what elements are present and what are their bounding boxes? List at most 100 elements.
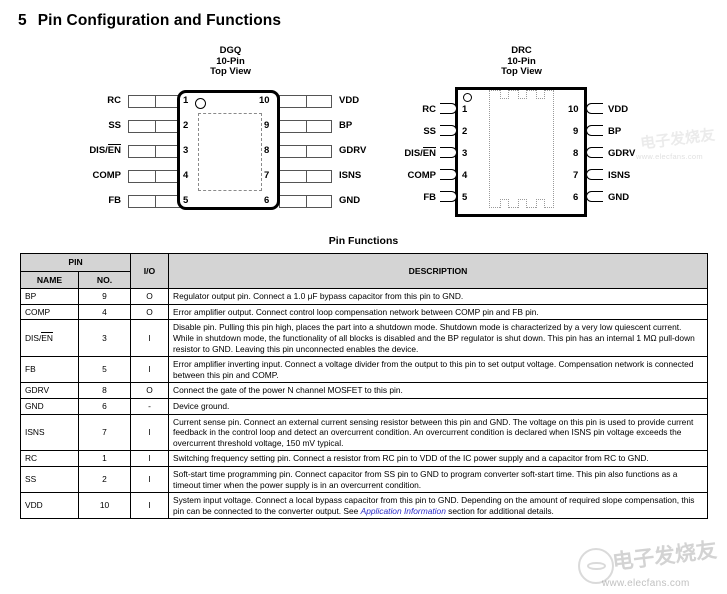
pin-number-dgq-4: 4: [183, 170, 189, 181]
cell-pin-name: FB: [20, 356, 79, 384]
cell-pin-description: Regulator output pin. Connect a 1.0 μF b…: [168, 288, 708, 305]
cell-pin-description: Device ground.: [168, 397, 708, 415]
cell-pin-description: System input voltage. Connect a local by…: [168, 492, 708, 520]
thermal-notch-top-2: [518, 90, 527, 99]
cell-pin-no: 10: [77, 492, 132, 520]
pin-label-dgq-disen-plain: DIS/: [89, 145, 108, 156]
pad-drc-3: [440, 147, 457, 158]
pad-drc-7: [586, 169, 603, 180]
pin-number-drc-9: 9: [573, 126, 579, 137]
pin-label-drc-vdd: VDD: [608, 104, 629, 115]
die-pad-dgq: [198, 113, 262, 191]
lead-dgq-8: [279, 145, 332, 158]
pin-label-dgq-bp: BP: [339, 120, 353, 131]
pin-number-drc-1: 1: [462, 104, 468, 115]
table-row: SS 2 I Soft-start time programming pin. …: [20, 465, 708, 494]
page-title: 5 Pin Configuration and Functions: [18, 12, 281, 30]
cell-pin-name: BP: [20, 288, 79, 305]
lead-dgq-6: [279, 195, 332, 208]
lead-dgq-10: [279, 95, 332, 108]
cell-pin-description: Soft-start time programming pin. Connect…: [168, 465, 708, 494]
table-header-row-1: PIN I/O DESCRIPTION: [19, 252, 708, 290]
cell-pin-name: RC: [20, 450, 79, 467]
cell-pin-description: Connect the gate of the power N channel …: [168, 382, 708, 399]
pad-drc-8: [586, 147, 603, 158]
cell-pin-description: Error amplifier inverting input. Connect…: [168, 356, 708, 384]
section-number: 5: [18, 12, 27, 29]
cell-pin-name: GDRV: [20, 382, 79, 399]
pin-number-drc-8: 8: [573, 148, 579, 159]
cell-pin-name: VDD: [20, 492, 79, 520]
pin-label-dgq-gdrv: GDRV: [339, 145, 367, 156]
column-header-description: DESCRIPTION: [168, 252, 708, 290]
section-title: Pin Configuration and Functions: [37, 12, 282, 29]
table-row: GND 6 - Device ground.: [20, 397, 708, 415]
pin-number-drc-4: 4: [462, 170, 468, 181]
pin-number-drc-3: 3: [462, 148, 468, 159]
pad-drc-1: [440, 103, 457, 114]
desc-text-after-link: section for additional details.: [445, 505, 554, 516]
cell-pin-name: COMP: [20, 303, 79, 321]
cell-pin-io: -: [130, 397, 170, 415]
cell-pin-io: I: [130, 465, 170, 494]
table-row: ISNS 7 I Current sense pin. Connect an e…: [20, 413, 708, 452]
cell-pin-no: 4: [77, 303, 132, 321]
application-information-link[interactable]: Application Information: [360, 505, 446, 516]
pad-drc-6: [586, 191, 603, 202]
thermal-notch-bottom-1: [500, 199, 509, 208]
thermal-pad-drc: [489, 90, 554, 208]
column-header-no: NO.: [77, 270, 132, 290]
table-row: FB 5 I Error amplifier inverting input. …: [20, 356, 708, 384]
pin-number-drc-2: 2: [462, 126, 468, 137]
cell-pin-io: I: [130, 413, 170, 452]
package-name-dgq: DGQ: [219, 45, 242, 56]
pin-number-drc-5: 5: [462, 192, 468, 203]
cell-pin-no: 9: [77, 288, 132, 305]
pad-drc-2: [440, 125, 457, 136]
pin-number-dgq-2: 2: [183, 120, 189, 131]
pin-functions-caption: Pin Functions: [328, 235, 399, 247]
pin-number-drc-6: 6: [573, 192, 579, 203]
lead-dgq-9: [279, 120, 332, 133]
pin-label-drc-rc: RC: [422, 104, 436, 115]
table-row: GDRV 8 O Connect the gate of the power N…: [20, 382, 708, 399]
desc-text-before-link: System input voltage. Connect a local by…: [173, 495, 695, 516]
column-header-io: I/O: [130, 252, 170, 290]
pin-label-dgq-gnd: GND: [339, 195, 361, 206]
pin-label-dgq-comp: COMP: [92, 170, 122, 181]
pin-label-drc-gdrv: GDRV: [608, 148, 636, 159]
lead-dgq-7: [279, 170, 332, 183]
pin-label-drc-fb: FB: [423, 192, 436, 203]
cell-pin-no: 2: [77, 465, 132, 494]
cell-pin-name: GND: [20, 397, 79, 415]
cell-pin-no: 1: [77, 450, 132, 467]
package-view-drc: Top View: [501, 66, 542, 77]
column-header-name: NAME: [20, 270, 79, 290]
lead-dgq-4: [128, 170, 181, 183]
pin-label-drc-isns: ISNS: [608, 170, 631, 181]
watermark-logo-icon: [578, 548, 614, 584]
pad-drc-10: [586, 103, 603, 114]
pin-number-dgq-1: 1: [183, 95, 189, 106]
cell-pin-no: 6: [77, 397, 132, 415]
pin-number-dgq-8: 8: [264, 145, 270, 156]
lead-dgq-3: [128, 145, 181, 158]
pin-label-dgq-rc: RC: [107, 95, 121, 106]
pin-label-drc-disen-plain: DIS/: [404, 148, 423, 159]
pin-number-dgq-9: 9: [264, 120, 270, 131]
pin1-marker-icon-drc: [463, 93, 472, 102]
table-header-row-2: NAME NO.: [20, 270, 708, 290]
watermark-site-url: www.elecfans.com: [602, 578, 690, 589]
cell-pin-no: 8: [77, 382, 132, 399]
pin-number-dgq-5: 5: [183, 195, 189, 206]
pin-number-dgq-3: 3: [183, 145, 189, 156]
table-row: RC 1 I Switching frequency setting pin. …: [20, 450, 708, 467]
pin-label-dgq-fb: FB: [108, 195, 121, 206]
cell-pin-name-plain: DIS/: [25, 332, 42, 343]
pin-number-dgq-7: 7: [264, 170, 270, 181]
pad-drc-4: [440, 169, 457, 180]
cell-pin-io: I: [130, 450, 170, 467]
